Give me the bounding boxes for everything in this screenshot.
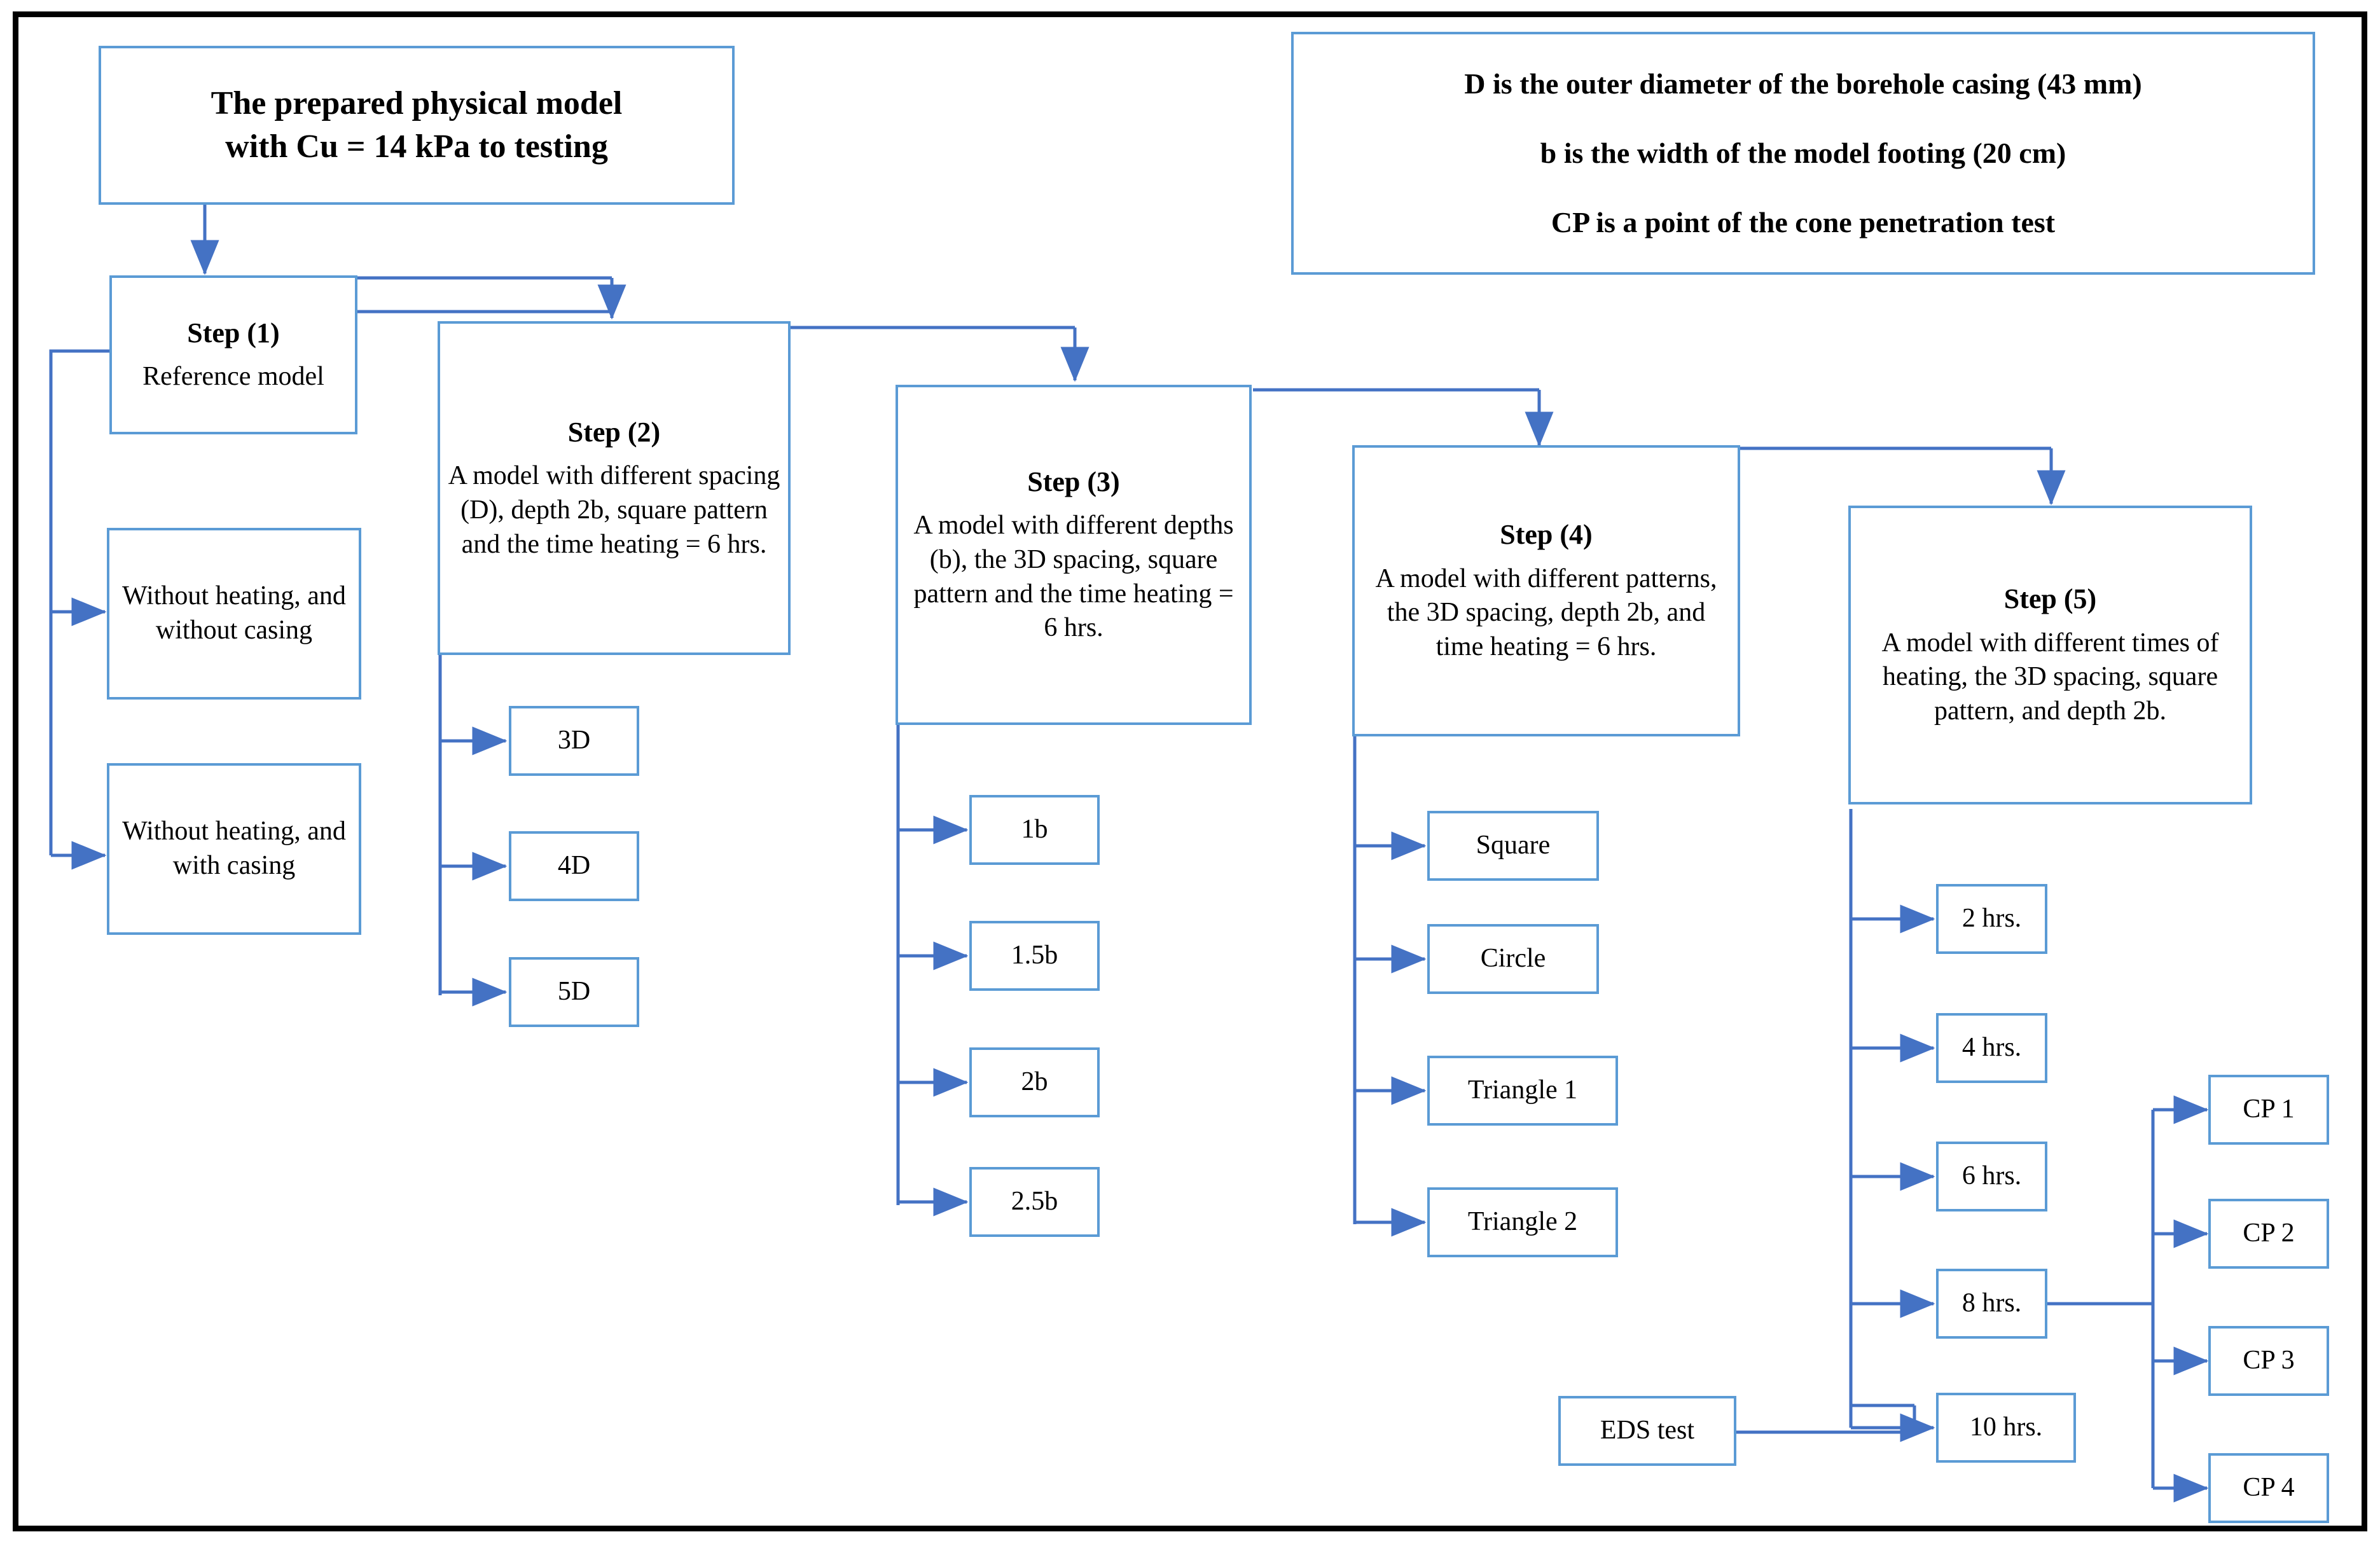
link-step1-spine — [49, 349, 111, 855]
step-3-child-2[interactable]: 1.5b — [969, 921, 1100, 991]
eds-test-label: EDS test — [1600, 1416, 1695, 1446]
legend-line-3: CP is a point of the cone penetration te… — [1551, 205, 2056, 238]
step-1-body: Reference model — [142, 362, 324, 392]
legend-line-2: b is the width of the model footing (20 … — [1540, 137, 2066, 170]
step-5-child-5[interactable]: 10 hrs. — [1936, 1393, 2076, 1463]
step-3-child-3[interactable]: 2b — [969, 1047, 1100, 1117]
step-2-child-3[interactable]: 5D — [509, 957, 639, 1027]
step-4-child-2[interactable]: Circle — [1427, 924, 1599, 994]
header-line-1: The prepared physical model — [211, 85, 623, 122]
step-3-child-1-label: 1b — [1021, 815, 1048, 845]
step-5-child-4[interactable]: 8 hrs. — [1936, 1269, 2047, 1339]
step-5-box[interactable]: Step (5) A model with different times of… — [1848, 506, 2252, 804]
step-5-child-5-label: 10 hrs. — [1969, 1412, 2043, 1442]
step-1-child-1-label: Without heating, and without casing — [122, 581, 346, 645]
step-4-body: A model with different patterns, the 3D … — [1375, 563, 1717, 662]
step-3-child-2-label: 1.5b — [1011, 941, 1058, 970]
cp-4-label: CP 4 — [2243, 1473, 2295, 1503]
step-3-child-3-label: 2b — [1021, 1067, 1048, 1097]
step-5-child-1[interactable]: 2 hrs. — [1936, 884, 2047, 954]
cp-2-box[interactable]: CP 2 — [2208, 1199, 2329, 1269]
step-2-child-1[interactable]: 3D — [509, 706, 639, 776]
step-1-child-2-label: Without heating, and with casing — [122, 817, 346, 880]
cp-1-box[interactable]: CP 1 — [2208, 1075, 2329, 1145]
step-4-title: Step (4) — [1500, 519, 1593, 551]
cp-1-label: CP 1 — [2243, 1094, 2295, 1124]
step-4-child-4[interactable]: Triangle 2 — [1427, 1187, 1618, 1257]
step-4-box[interactable]: Step (4) A model with different patterns… — [1352, 445, 1740, 736]
step-2-title: Step (2) — [567, 416, 661, 448]
cp-3-label: CP 3 — [2243, 1346, 2295, 1376]
cp-4-box[interactable]: CP 4 — [2208, 1453, 2329, 1523]
eds-test-box[interactable]: EDS test — [1558, 1396, 1736, 1466]
step-2-child-2-label: 4D — [557, 851, 591, 881]
step-2-child-2[interactable]: 4D — [509, 831, 639, 901]
step-5-child-3[interactable]: 6 hrs. — [1936, 1142, 2047, 1211]
step-4-child-1[interactable]: Square — [1427, 811, 1599, 881]
step-5-child-2-label: 4 hrs. — [1961, 1033, 2022, 1063]
step-1-child-1[interactable]: Without heating, and without casing — [107, 528, 361, 700]
step-3-child-1[interactable]: 1b — [969, 795, 1100, 865]
header-line-2: with Cu = 14 kPa to testing — [225, 128, 608, 165]
cp-3-box[interactable]: CP 3 — [2208, 1326, 2329, 1396]
step-1-title: Step (1) — [187, 317, 280, 349]
step-4-child-3[interactable]: Triangle 1 — [1427, 1056, 1618, 1126]
step-5-child-4-label: 8 hrs. — [1961, 1288, 2022, 1318]
legend-line-1: D is the outer diameter of the borehole … — [1464, 67, 2142, 100]
step-3-child-4[interactable]: 2.5b — [969, 1167, 1100, 1237]
step-3-title: Step (3) — [1027, 466, 1120, 497]
step-2-child-1-label: 3D — [557, 726, 591, 756]
step-4-child-4-label: Triangle 2 — [1467, 1207, 1578, 1237]
step-3-body: A model with different depths (b), the 3… — [913, 511, 1234, 643]
step-1-child-2[interactable]: Without heating, and with casing — [107, 763, 361, 935]
step-5-child-1-label: 2 hrs. — [1961, 904, 2022, 934]
step-2-body: A model with different spacing (D), dept… — [448, 461, 780, 559]
step-1-box[interactable]: Step (1) Reference model — [109, 275, 357, 434]
step-2-box[interactable]: Step (2) A model with different spacing … — [438, 321, 791, 655]
step-4-child-3-label: Triangle 1 — [1467, 1075, 1578, 1105]
cp-2-label: CP 2 — [2243, 1218, 2295, 1248]
step-3-box[interactable]: Step (3) A model with different depths (… — [896, 385, 1252, 725]
header-box: The prepared physical model with Cu = 14… — [99, 46, 735, 205]
step-2-child-3-label: 5D — [557, 977, 591, 1007]
step-5-child-3-label: 6 hrs. — [1961, 1161, 2022, 1191]
step-5-title: Step (5) — [2003, 583, 2097, 615]
step-5-child-2[interactable]: 4 hrs. — [1936, 1013, 2047, 1083]
legend-box: D is the outer diameter of the borehole … — [1291, 32, 2315, 275]
step-4-child-1-label: Square — [1476, 831, 1551, 860]
step-4-child-2-label: Circle — [1480, 944, 1546, 974]
step-3-child-4-label: 2.5b — [1011, 1187, 1058, 1217]
step-5-body: A model with different times of heating,… — [1881, 628, 2219, 726]
